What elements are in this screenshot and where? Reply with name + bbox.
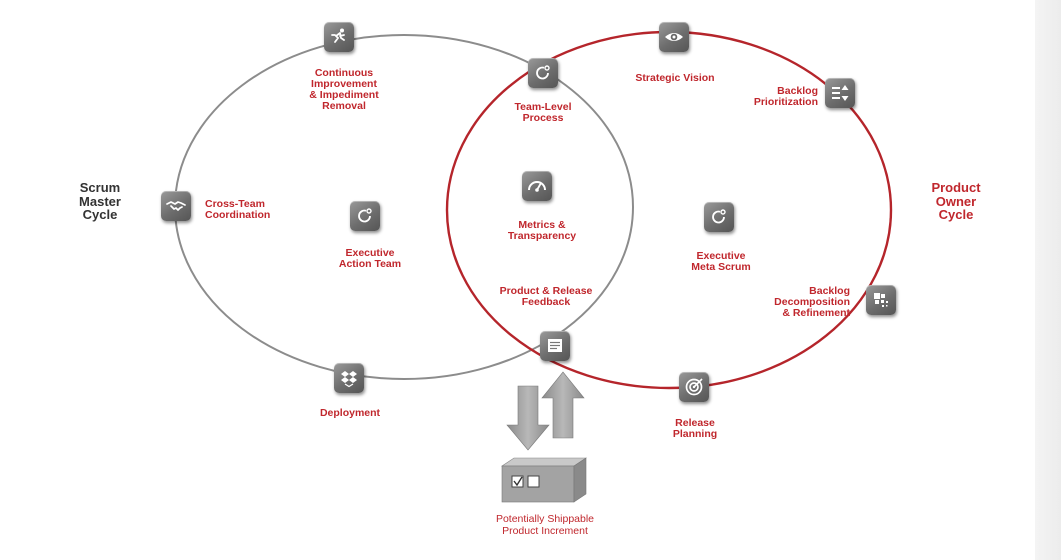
right-edge-gradient [1035, 0, 1061, 560]
executive-action-team-label: Executive Action Team [338, 247, 402, 270]
cycle-icon[interactable] [704, 202, 734, 232]
scrum-master-cycle-title: Scrum Master Cycle [79, 180, 121, 222]
continuous-improvement-label: Continuous Improvement & Impediment Remo… [309, 67, 379, 112]
down-arrow [506, 385, 550, 451]
release-planning-label: Release Planning [672, 417, 718, 440]
target-icon[interactable] [679, 372, 709, 402]
cross-team-coordination-label: Cross-Team Coordination [205, 198, 271, 221]
strategic-vision-label: Strategic Vision [635, 72, 715, 84]
runner-icon[interactable] [324, 22, 354, 52]
pixel-breakdown-icon[interactable] [866, 285, 896, 315]
team-level-process-label: Team-Level Process [514, 101, 572, 124]
gauge-icon[interactable] [522, 171, 552, 201]
document-icon[interactable] [540, 331, 570, 361]
up-arrow [541, 371, 585, 439]
dropbox-icon[interactable] [334, 363, 364, 393]
backlog-decomposition-label: Backlog Decomposition & Refinement [774, 285, 850, 319]
eye-icon[interactable] [659, 22, 689, 52]
handshake-icon[interactable] [161, 191, 191, 221]
product-release-feedback-label: Product & Release Feedback [499, 285, 593, 308]
product-increment-label: Potentially Shippable Product Increment [495, 513, 595, 537]
deployment-label: Deployment [319, 407, 381, 419]
product-increment-box [501, 457, 587, 503]
backlog-prioritization-label: Backlog Prioritization [753, 85, 818, 108]
cycle-icon[interactable] [350, 201, 380, 231]
cycle-icon[interactable] [528, 58, 558, 88]
sort-icon[interactable] [825, 78, 855, 108]
metrics-transparency-label: Metrics & Transparency [507, 219, 577, 242]
product-owner-cycle-title: Product Owner Cycle [931, 180, 981, 222]
executive-meta-scrum-label: Executive Meta Scrum [691, 250, 751, 273]
